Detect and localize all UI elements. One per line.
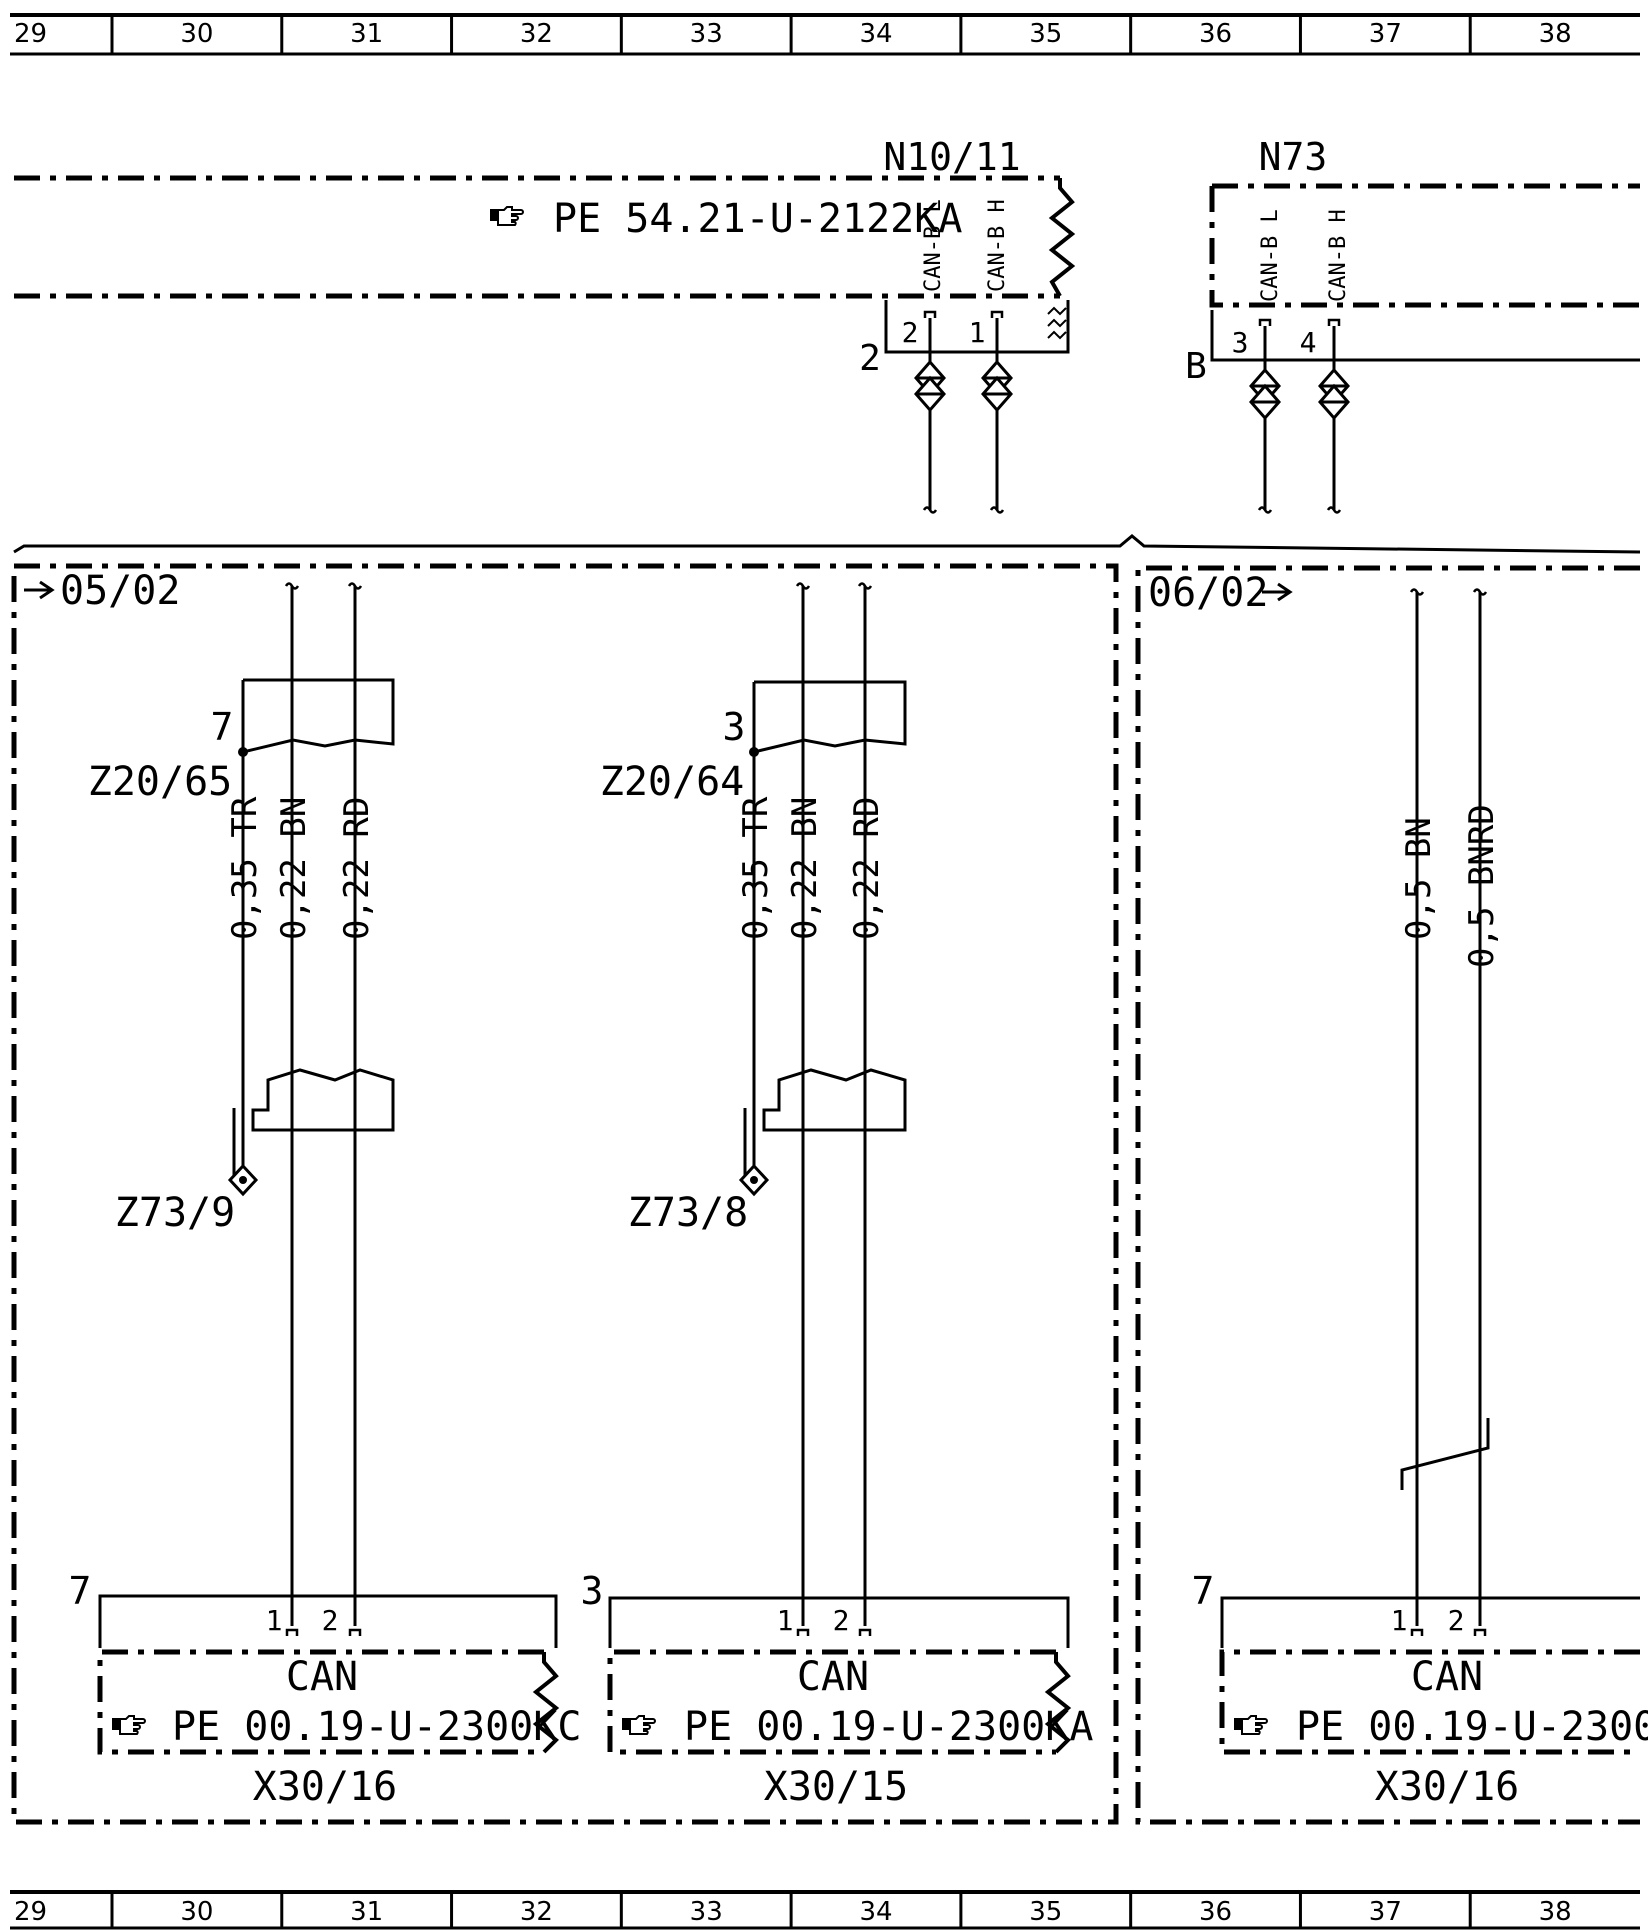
pointing-hand-icon — [1233, 1715, 1268, 1735]
top-grid-column-29: 29 — [14, 19, 47, 49]
harness-a: 7 Z20/65 0,35 TR 0,22 BN 0,22 RD Z73/9 7… — [69, 582, 581, 1810]
wire-c-2: 0,5 BNRD — [1462, 804, 1502, 968]
harness-c: 0,5 BN 0,5 BNRD 7 1 2 CAN PE 00.19-U-230… — [1192, 588, 1648, 1810]
splice-bottom-a: Z73/9 — [115, 1190, 235, 1236]
bottom-grid-column-33: 33 — [690, 1897, 723, 1927]
bottom-grid-column-29: 29 — [14, 1897, 47, 1927]
splice-pin-b: 3 — [723, 705, 746, 749]
pin-num-n10-11-a: 2 — [902, 316, 919, 349]
inline-connector-icon — [1249, 368, 1281, 420]
wire-b-2: 0,22 BN — [785, 797, 825, 940]
module-id-n73: N73 — [1259, 135, 1328, 179]
splice-id-a: Z20/65 — [88, 759, 233, 805]
inline-connector-icon — [1318, 368, 1350, 420]
connector-pin-c-1: 1 — [1391, 1604, 1408, 1637]
bus-separator — [13, 534, 1641, 554]
top-grid-column-34: 34 — [859, 19, 892, 49]
connector-pin-a: 7 — [69, 1569, 92, 1613]
connector-label-a: CAN — [286, 1654, 358, 1700]
connector-id-c: X30/16 — [1375, 1764, 1520, 1810]
module-n73: N73 CAN-B L CAN-B H B 3 4 — [1185, 135, 1640, 514]
bottom-grid-column-32: 32 — [520, 1897, 553, 1927]
wire-a-3: 0,22 RD — [337, 797, 377, 940]
top-grid-column-36: 36 — [1199, 19, 1232, 49]
pin-num-n73-b: 4 — [1300, 326, 1317, 359]
bottom-grid-column-30: 30 — [180, 1897, 213, 1927]
splice-pin-a: 7 — [211, 705, 234, 749]
top-grid-column-38: 38 — [1539, 19, 1572, 49]
pin-signal-n10-11-a: CAN-B L — [921, 199, 946, 292]
pin-signal-n10-11-b: CAN-B H — [985, 199, 1010, 292]
connector-pin-c: 7 — [1192, 1569, 1215, 1613]
wire-c-1: 0,5 BN — [1399, 817, 1439, 940]
connector-label-c: CAN — [1411, 1654, 1483, 1700]
pointing-hand-icon — [489, 206, 524, 226]
connector-pin-c-2: 2 — [1448, 1604, 1465, 1637]
top-grid-column-31: 31 — [350, 19, 383, 49]
bottom-grid-column-34: 34 — [859, 1897, 892, 1927]
bottom-grid-column-37: 37 — [1369, 1897, 1402, 1927]
connector-ref-b: PE 00.19-U-2300KA — [684, 1704, 1093, 1750]
wire-a-1: 0,35 TR — [225, 796, 265, 940]
bottom-grid-strip: 29 30 31 32 33 34 35 36 37 38 — [10, 1890, 1640, 1930]
top-grid-column-35: 35 — [1029, 19, 1062, 49]
zone-left — [11, 563, 1119, 1825]
top-grid-strip: 29 30 31 32 33 34 35 36 37 38 — [10, 13, 1640, 56]
arrow-right-icon — [1262, 582, 1293, 602]
connector-id-n10-11: 2 — [859, 338, 881, 379]
wire-b-1: 0,35 TR — [736, 796, 776, 940]
zone-right — [1135, 565, 1640, 1825]
splice-id-b: Z20/64 — [600, 759, 745, 805]
pin-signal-n73-b: CAN-B H — [1326, 209, 1351, 302]
bottom-grid-column-36: 36 — [1199, 1897, 1232, 1927]
module-id-n10-11: N10/11 — [883, 135, 1020, 179]
connector-ref-c: PE 00.19-U-2300K — [1296, 1704, 1648, 1750]
bottom-grid-column-38: 38 — [1539, 1897, 1572, 1927]
splice-bottom-b: Z73/8 — [628, 1190, 748, 1236]
module-n10-11: N10/11 PE 54.21-U-2122KA CAN-B L CAN-B H… — [14, 135, 1076, 514]
pointing-hand-icon — [111, 1715, 146, 1735]
inline-connector-icon — [981, 360, 1013, 412]
top-grid-column-32: 32 — [520, 19, 553, 49]
harness-b: 3 Z20/64 0,35 TR 0,22 BN 0,22 RD Z73/8 3… — [581, 582, 1093, 1810]
connector-pin-a-1: 1 — [266, 1604, 283, 1637]
pin-signal-n73-a: CAN-B L — [1258, 209, 1283, 302]
connector-pin-b-2: 2 — [833, 1604, 850, 1637]
top-grid-column-37: 37 — [1369, 19, 1402, 49]
cross-ref-left: 05/02 — [60, 568, 180, 614]
cross-ref-right: 06/02 — [1148, 570, 1268, 616]
arrow-right-icon — [24, 580, 55, 600]
connector-id-n73: B — [1185, 346, 1207, 387]
connector-label-b: CAN — [797, 1654, 869, 1700]
connector-pin-b: 3 — [581, 1569, 604, 1613]
bottom-grid-column-35: 35 — [1029, 1897, 1062, 1927]
connector-pin-b-1: 1 — [777, 1604, 794, 1637]
top-grid-column-33: 33 — [690, 19, 723, 49]
wire-a-2: 0,22 BN — [274, 797, 314, 940]
connector-pin-a-2: 2 — [322, 1604, 339, 1637]
pin-num-n10-11-b: 1 — [969, 316, 986, 349]
connector-id-a: X30/16 — [253, 1764, 398, 1810]
pin-num-n73-a: 3 — [1232, 326, 1249, 359]
pointing-hand-icon — [621, 1715, 656, 1735]
connector-id-b: X30/15 — [764, 1764, 909, 1810]
connector-ref-a: PE 00.19-U-2300KC — [172, 1704, 581, 1750]
inline-connector-icon — [914, 360, 946, 412]
bottom-grid-column-31: 31 — [350, 1897, 383, 1927]
top-grid-column-30: 30 — [180, 19, 213, 49]
wire-b-3: 0,22 RD — [847, 797, 887, 940]
ref-code-n10-11: PE 54.21-U-2122KA — [553, 196, 962, 242]
